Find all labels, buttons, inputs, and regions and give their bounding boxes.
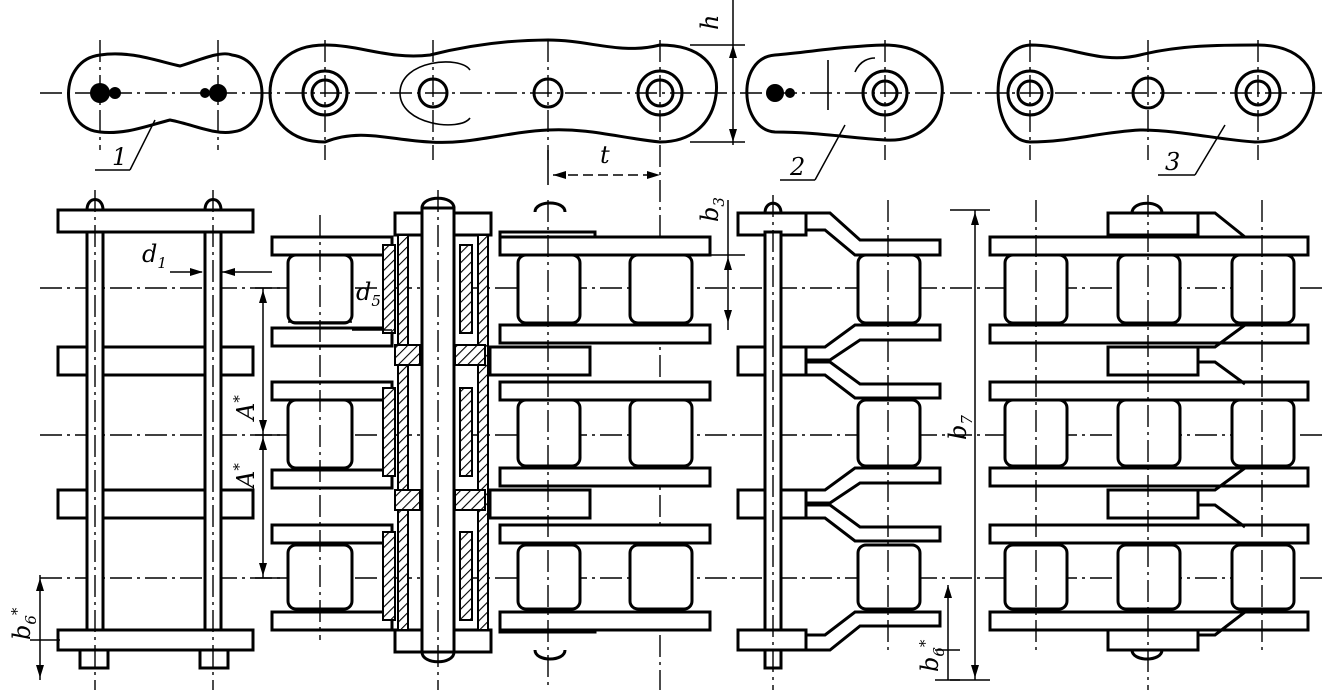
offset-link-plan — [736, 195, 942, 690]
label-t: t — [600, 141, 610, 169]
connecting-link-plan — [56, 190, 255, 690]
part-label-1: 1 — [112, 143, 127, 171]
dim-b7 — [950, 209, 990, 681]
dim-b3 — [700, 200, 745, 330]
chain-section-plan — [270, 190, 712, 690]
leader-2 — [814, 124, 846, 181]
label-A-lower: A* — [230, 463, 260, 490]
plan-view: d1 d5 A* A* b3 — [8, 190, 1327, 690]
label-h: h — [696, 15, 724, 30]
label-b3: b3 — [696, 197, 728, 222]
dim-b6-left — [30, 575, 60, 680]
dim-h — [690, 0, 745, 145]
part-label-2: 2 — [789, 153, 805, 181]
label-A-upper: A* — [230, 395, 260, 422]
link-3-plan — [988, 195, 1310, 690]
part-label-3: 3 — [1165, 148, 1180, 176]
dim-d5 — [288, 321, 392, 331]
leader-3 — [1194, 124, 1226, 176]
dim-d1 — [170, 268, 272, 276]
dim-t — [547, 150, 660, 185]
label-b7: b7 — [944, 415, 976, 440]
leader-1 — [129, 119, 156, 171]
label-b6-left: b6* — [8, 607, 40, 640]
label-d1: d1 — [142, 240, 167, 272]
label-d5: d5 — [356, 278, 381, 310]
side-view: h t 1 2 3 — [40, 0, 1327, 690]
connecting-link-1 — [67, 40, 264, 150]
label-b6-right: b6* — [916, 639, 948, 672]
dim-A — [255, 287, 285, 579]
offset-link-3 — [996, 40, 1316, 160]
dim-b6-right — [935, 585, 960, 681]
offset-link-2 — [745, 40, 944, 160]
